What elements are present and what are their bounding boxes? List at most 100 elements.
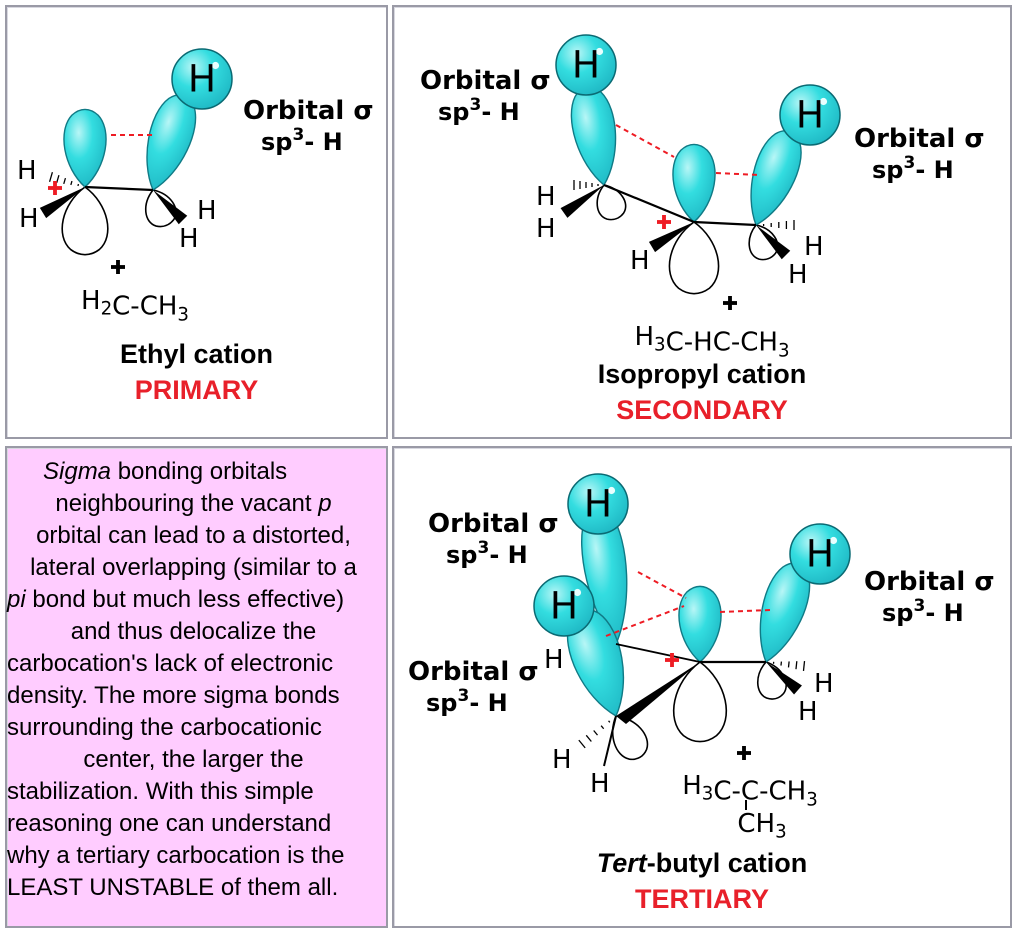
- sphere-highlight: [595, 47, 604, 56]
- hydrogen-label: H: [814, 669, 834, 699]
- bond: [603, 715, 617, 767]
- hydrogen-label: H: [798, 697, 818, 727]
- ethyl-formula: H2C-CH3: [81, 286, 189, 325]
- hashed-bond: [48, 172, 54, 182]
- orbital-sigma-label: Orbital σ: [420, 66, 551, 96]
- explanation-line: center, the larger the: [83, 746, 304, 773]
- explanation-line: lateral overlapping (similar to a: [30, 554, 357, 581]
- explanation-line: reasoning one can understand: [7, 810, 332, 837]
- hashed-bond: [593, 730, 599, 736]
- orbital-sp3-label: sp3- H: [882, 596, 964, 627]
- orbital-sigma-label: Orbital σ: [864, 567, 995, 597]
- isopropyl-formula: H3C-HC-CH3: [634, 322, 789, 361]
- hashed-bond: [795, 661, 798, 670]
- wedge-bond: [766, 662, 802, 695]
- sigma-orbital-back-lobe: [611, 715, 649, 761]
- hashed-bond: [802, 660, 806, 672]
- hashed-bond: [600, 725, 605, 730]
- hydrogen-label: H: [550, 584, 578, 628]
- hydrogen-label: H: [197, 196, 217, 226]
- orbital-sp3-label: sp3- H: [438, 95, 520, 126]
- vacant-p-orbital-lower: [61, 186, 109, 256]
- vacant-p-orbital-lower: [668, 221, 720, 295]
- vacant-p-orbital-upper: [63, 108, 107, 188]
- hydrogen-label: H: [544, 645, 564, 675]
- sphere-highlight: [829, 536, 838, 545]
- hydrogen-label: H: [630, 246, 650, 276]
- hyperconjugation-dash: [605, 605, 685, 637]
- carbon-carbon-bond: [84, 185, 154, 192]
- hydrogen-label: H: [584, 482, 612, 526]
- hyperconjugation-dash: [715, 172, 761, 176]
- sigma-orbital-back-lobe: [748, 224, 779, 261]
- hyperconjugation-dash: [637, 571, 687, 599]
- isopropyl-cation-name: Isopropyl cation: [597, 359, 807, 389]
- sphere-highlight: [819, 97, 828, 106]
- wedge-bond: [616, 662, 700, 724]
- ethyl-cation-name: Ethyl cation: [119, 339, 274, 369]
- carbon-carbon-bond: [693, 220, 757, 227]
- ethyl-cation-class: PRIMARY: [134, 375, 259, 405]
- hashed-bond: [787, 661, 790, 668]
- hashed-bond: [63, 177, 67, 185]
- wedge-bond: [648, 222, 694, 253]
- explanation-line: Sigma bonding orbitals: [43, 458, 288, 485]
- hydrogen-label: H: [788, 260, 808, 290]
- explanation-line: stabilization. With this simple: [7, 778, 314, 805]
- hydrogen-label: H: [188, 57, 216, 101]
- explanation-text: Sigma bonding orbitals neighbouring the v…: [7, 456, 390, 904]
- tert-butyl-formula-bottom: CH3: [737, 809, 786, 843]
- isopropyl-cation-class: SECONDARY: [616, 395, 788, 425]
- orbital-sigma-label: Orbital σ: [408, 657, 539, 687]
- tert-butyl-formula: H3C-C-CH3: [682, 771, 818, 810]
- explanation-line: carbocation's lack of electronic: [7, 650, 334, 677]
- orbital-sp3-label: sp3- H: [872, 153, 954, 184]
- explanation-line: density. The more sigma bonds: [7, 682, 340, 709]
- hydrogen-label: H: [572, 43, 600, 87]
- carbon-carbon-bond: [603, 183, 695, 224]
- hydrogen-label: H: [796, 93, 824, 137]
- wedge-bond: [39, 187, 85, 219]
- sigma-sp3-orbital: [570, 86, 617, 187]
- hyperconjugation-dash: [615, 124, 675, 158]
- wedge-bond: [153, 190, 188, 225]
- orbital-sigma-label: Orbital σ: [854, 124, 985, 154]
- orbital-sigma-label: Orbital σ: [243, 96, 374, 126]
- explanation-line: orbital can lead to a distorted,: [36, 522, 351, 549]
- hydrogen-label: H: [19, 204, 39, 234]
- explanation-line: and thus delocalize the: [70, 618, 317, 645]
- hydrogen-label: H: [806, 532, 834, 576]
- hashed-bond: [578, 739, 586, 749]
- hashed-bond: [608, 720, 611, 723]
- explanation-line: neighbouring the vacant p: [55, 490, 332, 517]
- vacant-p-orbital-upper: [672, 143, 716, 223]
- explanation-line: pi bond but much less effective): [7, 586, 345, 613]
- sphere-highlight: [573, 588, 582, 597]
- explanation-panel: Sigma bonding orbitals neighbouring the v…: [5, 446, 388, 928]
- sphere-highlight: [211, 61, 220, 70]
- orbital-sigma-label: Orbital σ: [428, 509, 559, 539]
- hydrogen-label: H: [804, 232, 824, 262]
- vacant-p-orbital-lower: [672, 661, 728, 743]
- hydrogen-label: H: [536, 182, 556, 212]
- sigma-orbital-back-lobe: [596, 184, 627, 221]
- tert-butyl-cation-class: TERTIARY: [635, 884, 769, 914]
- hydrogen-label: H: [590, 769, 610, 799]
- orbital-sp3-label: sp3- H: [426, 686, 508, 717]
- explanation-line: LEAST UNSTABLE of them all.: [7, 874, 339, 901]
- carbon-carbon-bond: [615, 643, 701, 663]
- vacant-p-orbital-upper: [678, 585, 722, 663]
- orbital-sp3-label: sp3- H: [261, 125, 343, 156]
- wedge-bond: [560, 185, 604, 218]
- sphere-highlight: [607, 486, 616, 495]
- hashed-bond: [56, 174, 60, 184]
- hydrogen-label: H: [536, 214, 556, 244]
- sigma-orbital-back-lobe: [145, 189, 177, 228]
- hydrogen-label: H: [17, 156, 37, 186]
- hydrogen-label: H: [179, 224, 199, 254]
- hashed-bond: [585, 734, 592, 742]
